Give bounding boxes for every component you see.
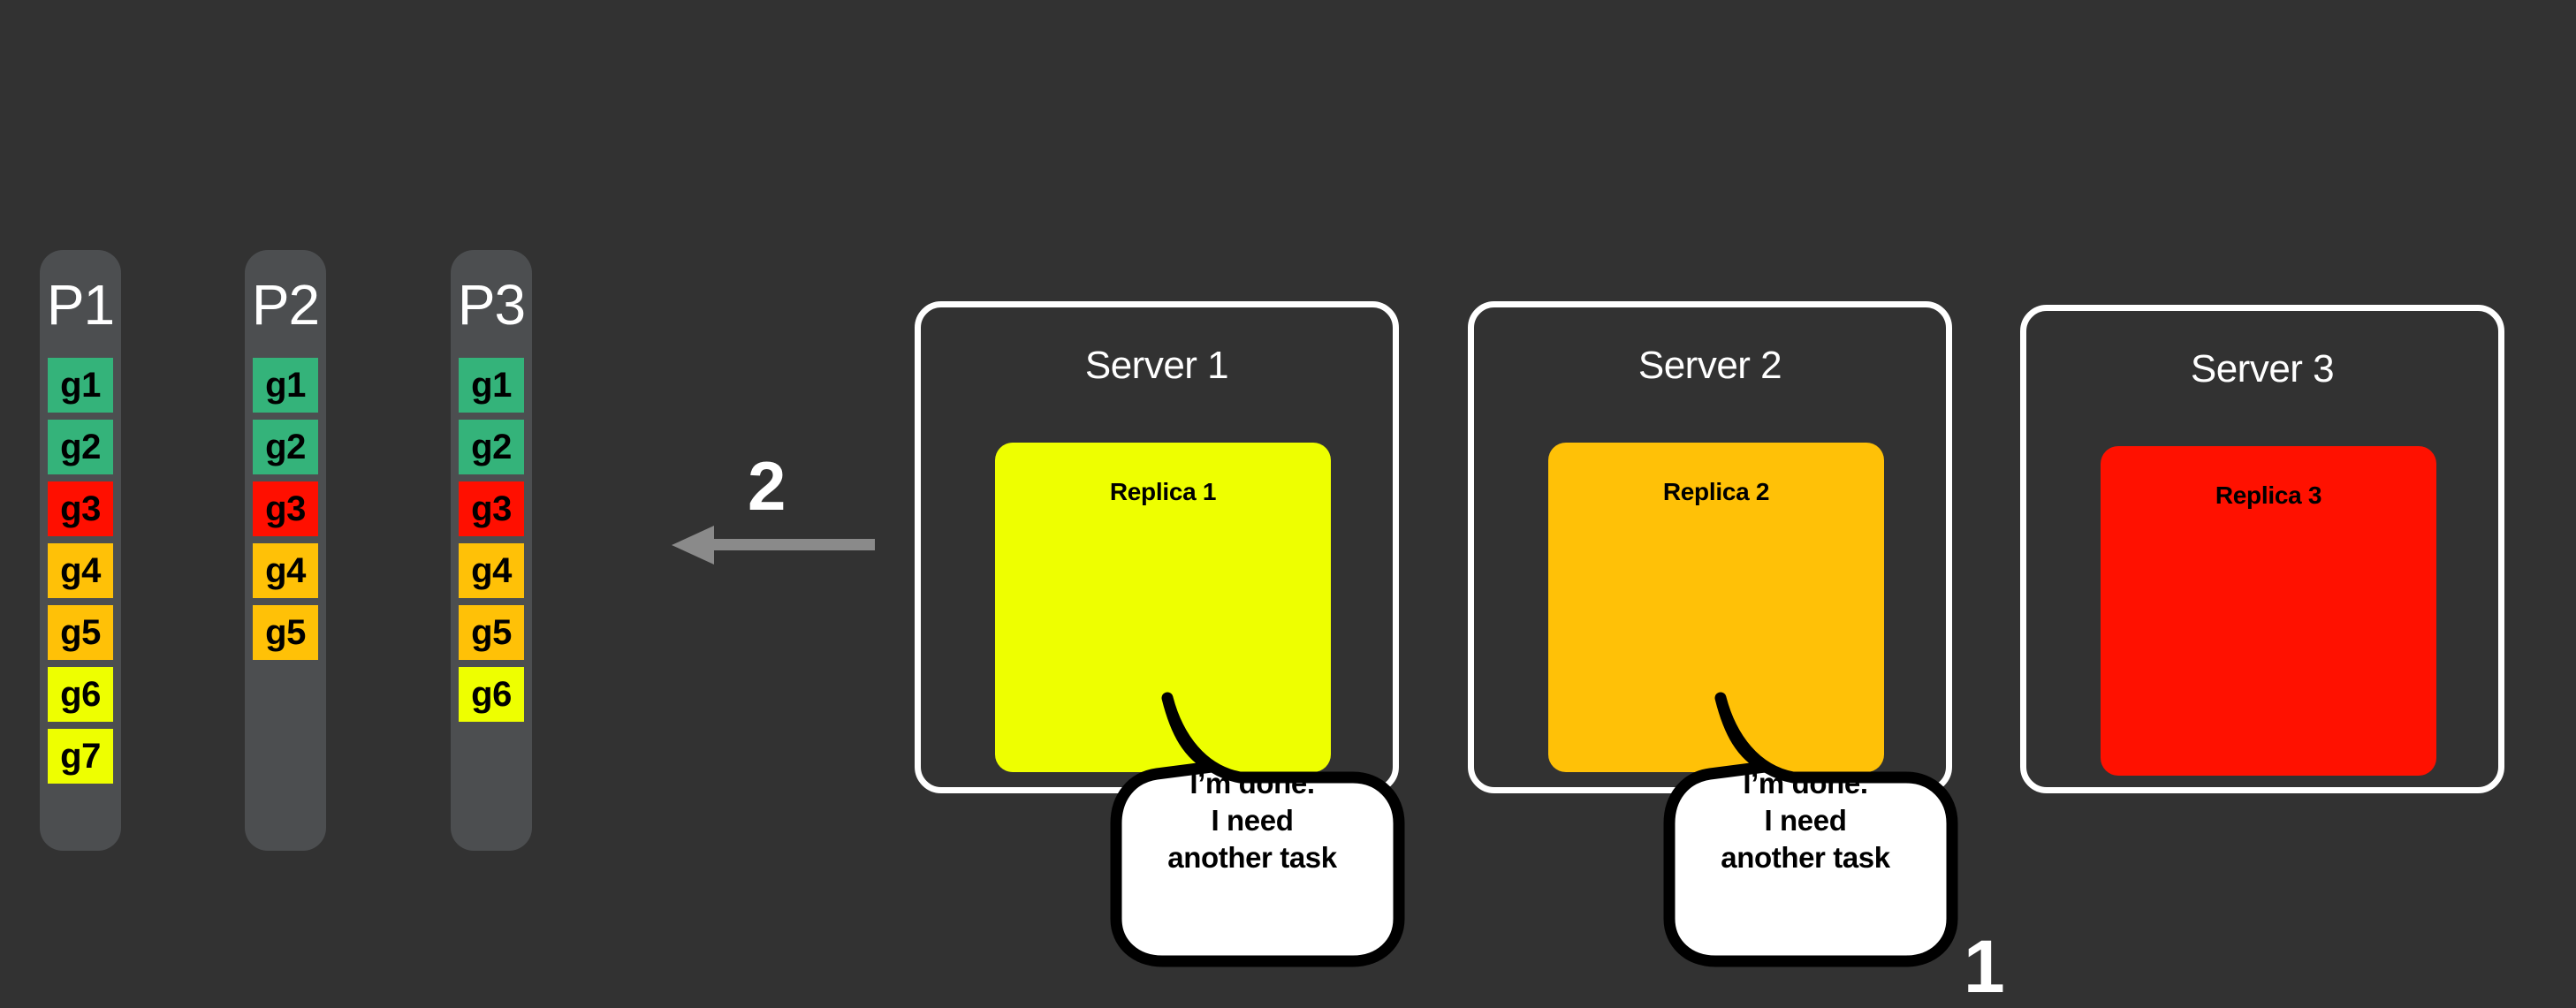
left-arrow-icon <box>672 526 875 565</box>
server-title: Server 1 <box>1084 344 1229 387</box>
speech-bubble-server-1: I’m done. I need another task <box>1107 678 1408 970</box>
speech-bubble-server-2: I’m done. I need another task <box>1660 678 1961 970</box>
speech-bubble-text: I’m done. I need another task <box>1721 767 1890 875</box>
server-box-3: Server 3 Replica 3 <box>2020 305 2504 793</box>
chunk-block: g3 <box>253 481 318 536</box>
chunk-block: g6 <box>459 667 524 722</box>
server-box-1: Server 1 Replica 1 <box>915 301 1399 793</box>
partition-chunk-list: g1 g2 g3 g4 g5 g6 g7 <box>40 358 121 784</box>
speech-bubble-shape <box>1663 692 1958 967</box>
replica-label: Replica 2 <box>1662 478 1770 505</box>
chunk-block: g5 <box>253 605 318 660</box>
partition-column-p1: P1 g1 g2 g3 g4 g5 g6 g7 <box>40 250 121 851</box>
replica-box-2: Replica 2 <box>1548 443 1884 772</box>
server-title: Server 3 <box>2190 347 2335 390</box>
chunk-block: g2 <box>48 420 113 474</box>
partition-title: P3 <box>457 273 526 337</box>
chunk-block: g2 <box>459 420 524 474</box>
chunk-block: g3 <box>459 481 524 536</box>
speech-bubble-text: I’m done. I need another task <box>1167 767 1337 875</box>
partition-chunk-list: g1 g2 g3 g4 g5 g6 <box>451 358 532 722</box>
partition-title: P2 <box>251 273 320 337</box>
partition-column-p2: P2 g1 g2 g3 g4 g5 <box>245 250 326 851</box>
partition-title: P1 <box>46 273 115 337</box>
speech-bubble-shape <box>1110 692 1405 967</box>
chunk-block: g5 <box>48 605 113 660</box>
chunk-block: g4 <box>48 543 113 598</box>
partition-column-p3: P3 g1 g2 g3 g4 g5 g6 <box>451 250 532 851</box>
chunk-block: g6 <box>48 667 113 722</box>
partition-chunk-list: g1 g2 g3 g4 g5 <box>245 358 326 660</box>
chunk-block: g7 <box>48 729 113 784</box>
replica-label: Replica 3 <box>2215 481 2322 509</box>
server-title: Server 2 <box>1638 344 1782 387</box>
chunk-block: g4 <box>459 543 524 598</box>
replica-box-3: Replica 3 <box>2101 446 2436 776</box>
step-number-1: 1 <box>1964 925 2005 1008</box>
chunk-block: g1 <box>48 358 113 413</box>
chunk-block: g1 <box>459 358 524 413</box>
chunk-block: g1 <box>253 358 318 413</box>
replica-label: Replica 1 <box>1109 478 1217 505</box>
chunk-block: g4 <box>253 543 318 598</box>
server-box-2: Server 2 Replica 2 <box>1468 301 1952 793</box>
chunk-block: g2 <box>253 420 318 474</box>
chunk-block: g3 <box>48 481 113 536</box>
step-number-2: 2 <box>748 447 786 525</box>
chunk-block: g5 <box>459 605 524 660</box>
replica-box-1: Replica 1 <box>995 443 1331 772</box>
